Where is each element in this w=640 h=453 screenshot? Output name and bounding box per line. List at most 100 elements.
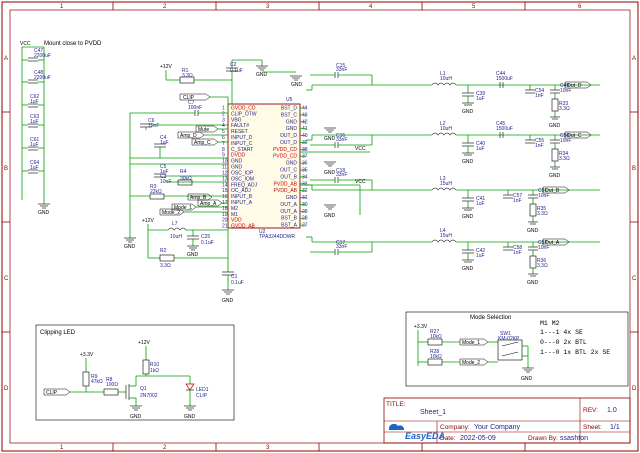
ic-left-pin-label: GVDD_AB — [231, 224, 256, 230]
svg-text:KM-02KP: KM-02KP — [498, 336, 520, 342]
svg-text:1kΩ: 1kΩ — [150, 368, 159, 374]
bootstrap-cap-val: 33nF — [336, 137, 347, 143]
output-net-label: Out_D — [567, 83, 582, 89]
ic-left-pin-label: FREQ_ADJ — [231, 182, 258, 188]
ic-left-pin-label: FAULT# — [231, 123, 249, 129]
svg-text:C63: C63 — [30, 114, 39, 120]
svg-text:100Ω: 100Ω — [106, 382, 118, 388]
svg-text:+3.3V: +3.3V — [414, 324, 428, 330]
svg-text:2200uF: 2200uF — [34, 53, 51, 59]
svg-text:GND: GND — [549, 173, 561, 179]
supply-12v-top: +12V — [160, 64, 172, 70]
svg-text:30kΩ: 30kΩ — [180, 176, 192, 182]
ic-left-pin-number: 6 — [222, 135, 225, 141]
svg-text:GND: GND — [462, 159, 474, 165]
sheet-value: 1/1 — [610, 424, 620, 431]
clipping-title: Clipping LED — [40, 330, 76, 336]
svg-text:GND: GND — [187, 252, 199, 258]
drawn-label: Drawn By: — [528, 435, 558, 442]
svg-text:Mode_2: Mode_2 — [162, 210, 180, 216]
ic-left-pin-number: 7 — [222, 141, 225, 147]
ic-left-pin-number: 1 — [222, 106, 225, 112]
column-markers: 1 2 3 4 5 6 1 2 3 — [60, 2, 582, 451]
ic-left-pin-number: 3 — [222, 117, 225, 123]
ic-right-pin-label: OUT_D — [280, 140, 297, 146]
snub-cap-ref: C55 — [535, 138, 544, 144]
ic-right-pin-number: 33 — [302, 181, 308, 187]
ic-left-pin-label: INPUT_D — [231, 135, 253, 141]
ic-left-pin-label: DVDD — [231, 153, 246, 159]
filter-cap-val: 1uF — [476, 96, 485, 102]
filter-cap-val: 1uF — [476, 201, 485, 207]
row-c: C — [4, 276, 9, 282]
col-3: 3 — [266, 4, 270, 10]
inductor-ref: L4 — [440, 228, 446, 234]
svg-text:R1: R1 — [182, 68, 189, 74]
svg-text:C25: C25 — [201, 234, 210, 240]
bootstrap-cap-ref: C17 — [336, 240, 345, 246]
svg-text:GND: GND — [527, 228, 539, 234]
ic-right-pin-label: BST_D — [281, 106, 298, 112]
snub-cap-ref: C57 — [513, 193, 522, 199]
svg-text:C62: C62 — [30, 94, 39, 100]
ic-right-pin-number: 34 — [302, 174, 308, 180]
svg-text:GND: GND — [324, 213, 336, 219]
company-value: Your Company — [474, 424, 521, 431]
ic-left-pin-label: CLIP_OTW — [231, 111, 257, 117]
ic-right-pin-number: 41 — [302, 126, 308, 132]
filter-cap-ref: C41 — [476, 196, 485, 202]
ic-left-pin-number: 5 — [222, 129, 225, 135]
svg-text:Amp_D: Amp_D — [180, 133, 197, 139]
svg-text:1uF: 1uF — [160, 140, 169, 146]
bootstrap-cap-ref: C15 — [336, 63, 345, 69]
ic-right-pin-number: 30 — [302, 202, 308, 208]
zobel-cap-ref: C51 — [538, 188, 547, 194]
col-1-bottom: 1 — [60, 445, 64, 451]
ic-left-pin-label: INPUT_B — [231, 194, 253, 200]
ampc-netport — [191, 138, 219, 146]
svg-text:C2: C2 — [230, 62, 237, 68]
filter-cap-val: 1uF — [476, 146, 485, 152]
date-label: Date: — [440, 435, 456, 442]
ic-right-pin-label: PVDD_CD — [273, 154, 297, 160]
mount-note: Mount close to PVDD — [44, 41, 102, 47]
ic-right-pin-label: BST_B — [281, 216, 298, 222]
mode-title: Mode Selection — [470, 315, 511, 321]
output-netport — [542, 238, 570, 246]
svg-text:2200uF: 2200uF — [34, 75, 51, 81]
ic-left-pin-label: GND — [231, 159, 243, 165]
ic-left-pin-label: GVDD_CD — [231, 106, 256, 112]
svg-text:GND: GND — [324, 170, 336, 176]
ic-right-pin-label: PVDD_AB — [274, 188, 298, 194]
svg-text:1uF: 1uF — [30, 119, 39, 125]
inductor-val: 10uH — [440, 126, 452, 132]
zobel-cap-ref: C49 — [560, 83, 569, 89]
bootstrap-cap-val: 33nF — [336, 67, 347, 73]
ic-right-pin-label: GND — [286, 126, 298, 132]
ic-right-pin-number: 39 — [302, 140, 308, 146]
svg-text:R27: R27 — [430, 329, 439, 335]
svg-text:Mode_1: Mode_1 — [174, 205, 192, 211]
ic-right-pin-label: BST_C — [281, 112, 298, 118]
ic-left-pin-number: 9 — [222, 153, 225, 159]
inductor-ref: L3 — [440, 176, 446, 182]
row-a: A — [4, 56, 8, 62]
rev-label: REV: — [583, 407, 598, 414]
zobel-res-ref: R33 — [559, 101, 568, 107]
svg-text:C7: C7 — [188, 100, 195, 106]
mode1-netport-b — [459, 338, 489, 346]
inductor-val: 15uH — [440, 233, 452, 239]
svg-text:10kΩ: 10kΩ — [430, 354, 442, 360]
company-label: Company: — [440, 424, 470, 431]
svg-text:L7: L7 — [172, 221, 178, 227]
svg-text:Q1: Q1 — [140, 386, 147, 392]
filter-cap-ref: C42 — [476, 248, 485, 254]
row-a-right: A — [632, 56, 636, 62]
svg-text:1uF: 1uF — [30, 142, 39, 148]
